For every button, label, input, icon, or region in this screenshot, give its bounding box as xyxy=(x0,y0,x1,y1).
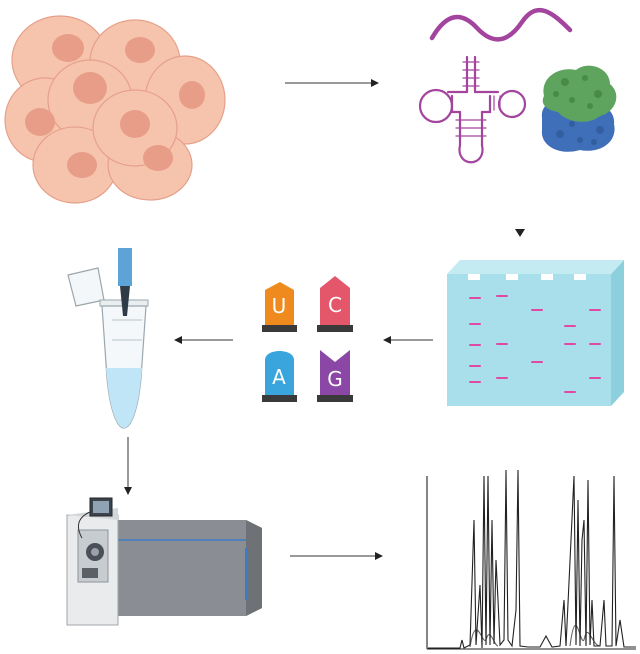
trna-icon xyxy=(418,55,527,164)
rna-strand-icon xyxy=(429,8,573,42)
nucleotide-c-icon: C xyxy=(317,276,353,332)
gel-icon xyxy=(447,260,624,406)
chromatogram-icon xyxy=(426,469,636,650)
cell-cluster-icon xyxy=(4,15,226,204)
nucleotide-label-u: U xyxy=(272,294,287,318)
nucleotide-label-g: G xyxy=(327,367,343,391)
nucleotide-g-icon: G xyxy=(317,350,353,402)
nucleotide-label-a: A xyxy=(272,365,286,389)
arrow-rna-to-gel xyxy=(515,229,525,237)
nucleotide-a-icon: A xyxy=(262,351,297,402)
tube-pipette-icon xyxy=(67,248,149,429)
ribosome-icon xyxy=(541,65,617,152)
nucleotide-u-icon: U xyxy=(262,282,297,332)
nucleotide-label-c: C xyxy=(328,293,342,317)
mass-spectrometer-icon xyxy=(66,497,262,626)
